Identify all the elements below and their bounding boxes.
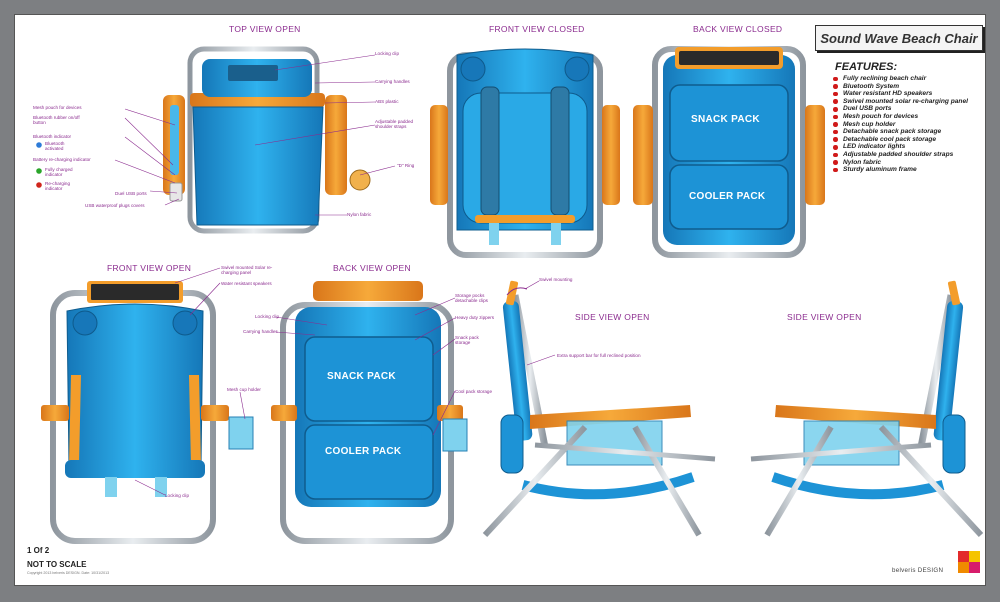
feature-text: Duel USB ports bbox=[843, 105, 892, 113]
bullet-icon bbox=[833, 114, 838, 120]
feature-item: Sturdy aluminum frame bbox=[833, 166, 985, 174]
feature-item: Swivel mounted solar re-charging panel bbox=[833, 98, 985, 106]
bullet-icon bbox=[833, 160, 838, 165]
side-view-open-left-drawing bbox=[482, 280, 716, 538]
callout-cool-storage: Cool pack storage bbox=[455, 389, 493, 394]
bullet-icon bbox=[833, 122, 838, 127]
callout-locking-clip-back: Locking clip bbox=[255, 314, 280, 319]
scale-note: NOT TO SCALE bbox=[27, 560, 87, 569]
back-view-closed-drawing bbox=[633, 46, 825, 258]
callout-snack-storage: Snack pack storage bbox=[455, 335, 479, 346]
feature-item: Detachable cool pack storage bbox=[833, 136, 985, 144]
side-view-open-right-title: SIDE VIEW OPEN bbox=[787, 312, 862, 322]
bullet-icon bbox=[833, 167, 838, 173]
front-view-open-title: FRONT VIEW OPEN bbox=[107, 263, 192, 273]
side-view-open-left-title: SIDE VIEW OPEN bbox=[575, 312, 650, 322]
callout-abs-plastic: ABS plastic bbox=[375, 99, 399, 104]
snack-pack-label-back-open: SNACK PACK bbox=[327, 371, 396, 382]
cooler-pack-label-back-closed: COOLER PACK bbox=[689, 191, 766, 202]
feature-item: Detachable snack pack storage bbox=[833, 128, 985, 136]
back-view-closed-title: BACK VIEW CLOSED bbox=[693, 24, 783, 34]
callout-carrying-handles: Carrying handles bbox=[375, 79, 410, 84]
callout-swivel-mounting: Swivel mounting bbox=[539, 277, 573, 282]
feature-item: Duel USB ports bbox=[833, 105, 985, 113]
feature-text: Mesh cup holder bbox=[843, 120, 896, 128]
callout-battery-indicator: Battery re-charging indicator bbox=[33, 157, 91, 162]
front-view-closed-drawing bbox=[430, 48, 620, 258]
feature-item: Water resistant HD speakers bbox=[833, 90, 985, 98]
feature-text: Sturdy aluminum frame bbox=[843, 166, 917, 174]
feature-item: Mesh cup holder bbox=[833, 121, 985, 129]
cooler-pack-label-back-open: COOLER PACK bbox=[325, 446, 402, 457]
callout-locking-clip: Locking clip bbox=[375, 51, 400, 56]
callout-usb-ports: Duel USB ports bbox=[115, 191, 147, 196]
feature-text: Detachable snack pack storage bbox=[843, 128, 942, 136]
top-view-open-drawing bbox=[163, 46, 371, 234]
feature-item: Mesh pouch for devices bbox=[833, 113, 985, 121]
bullet-icon bbox=[833, 84, 838, 89]
bluetooth-indicator-light bbox=[36, 142, 42, 148]
callout-cup-holder: Mesh cup holder bbox=[227, 387, 261, 392]
callout-leaders bbox=[114, 54, 556, 496]
callout-mesh-pouch: Mesh pouch for devices bbox=[33, 105, 82, 110]
feature-text: Swivel mounted solar re-charging panel bbox=[843, 97, 968, 105]
re-charging-indicator-light bbox=[36, 182, 42, 188]
callout-carrying-handles-back: Carrying handles bbox=[243, 329, 278, 334]
back-view-open-drawing bbox=[271, 281, 468, 544]
callout-extra-support: Extra support bar for full reclined posi… bbox=[557, 353, 641, 358]
callout-speakers: Water resistant speakers bbox=[221, 281, 272, 286]
top-view-open-title: TOP VIEW OPEN bbox=[229, 24, 301, 34]
brand-logo-icon bbox=[958, 551, 980, 573]
feature-text: Bluetooth System bbox=[843, 82, 900, 90]
callout-d-ring: "D" Ring bbox=[397, 163, 415, 168]
bullet-icon bbox=[833, 144, 838, 150]
callout-re-charging: Re-charging indicator bbox=[45, 181, 71, 192]
snack-pack-label-back-closed: SNACK PACK bbox=[691, 114, 760, 125]
feature-text: Water resistant HD speakers bbox=[843, 90, 933, 98]
front-view-open-drawing bbox=[41, 281, 254, 544]
copyright-note: Copyright 2013 belveris DESIGN. Date: 10… bbox=[27, 571, 110, 575]
callout-bt-activated: Bluetooth activated bbox=[45, 141, 65, 152]
product-title: Sound Wave Beach Chair bbox=[815, 25, 983, 51]
callout-usb-covers: USB waterproof plugs covers bbox=[85, 203, 145, 208]
bullet-icon bbox=[833, 152, 838, 158]
fully-charged-indicator-light bbox=[36, 168, 42, 174]
bullet-icon bbox=[833, 137, 838, 142]
callout-storage-pockets: Storage pocks detachable clips bbox=[455, 293, 488, 304]
callout-bt-indicator: Bluetooth indicator bbox=[33, 134, 72, 139]
callout-zippers: Heavy duty zippers bbox=[455, 315, 495, 320]
callout-fully-charged: Fully charged indicator bbox=[45, 167, 73, 178]
side-view-open-right-drawing bbox=[750, 280, 984, 538]
callout-bt-button: Bluetooth rubber on/off button bbox=[33, 115, 80, 126]
bullet-icon bbox=[833, 91, 838, 97]
callout-shoulder-straps: Adjustable padded shoulder straps bbox=[375, 119, 414, 130]
feature-text: Adjustable padded shoulder straps bbox=[843, 150, 954, 158]
feature-item: Adjustable padded shoulder straps bbox=[833, 151, 985, 159]
callout-solar-panel: Swivel mounted Solar re- charging panel bbox=[221, 265, 273, 276]
feature-text: LED indicator lights bbox=[843, 143, 906, 151]
feature-item: Fully reclining beach chair bbox=[833, 75, 985, 83]
bullet-icon bbox=[833, 99, 838, 104]
front-view-closed-title: FRONT VIEW CLOSED bbox=[489, 24, 585, 34]
chair-drawings bbox=[36, 46, 984, 544]
feature-item: Nylon fabric bbox=[833, 159, 985, 167]
callout-nylon-fabric: Nylon fabric bbox=[347, 212, 372, 217]
feature-text: Detachable cool pack storage bbox=[843, 135, 937, 143]
feature-text: Fully reclining beach chair bbox=[843, 75, 927, 82]
features-heading: FEATURES: bbox=[835, 61, 898, 73]
feature-item: LED indicator lights bbox=[833, 143, 985, 151]
features-list: Fully reclining beach chair Bluetooth Sy… bbox=[833, 75, 985, 174]
drawing-sheet: TOP VIEW OPEN FRONT VIEW CLOSED BACK VIE… bbox=[14, 14, 986, 586]
bullet-icon bbox=[833, 106, 838, 112]
feature-item: Bluetooth System bbox=[833, 83, 985, 91]
brand-name: belveris DESIGN bbox=[892, 567, 944, 574]
feature-text: Nylon fabric bbox=[843, 158, 882, 166]
bullet-icon bbox=[833, 76, 838, 82]
callout-locking-clip-front: Locking clip bbox=[165, 493, 190, 498]
page-number: 1 Of 2 bbox=[27, 546, 50, 555]
feature-text: Mesh pouch for devices bbox=[843, 112, 919, 120]
bullet-icon bbox=[833, 129, 838, 135]
back-view-open-title: BACK VIEW OPEN bbox=[333, 263, 411, 273]
